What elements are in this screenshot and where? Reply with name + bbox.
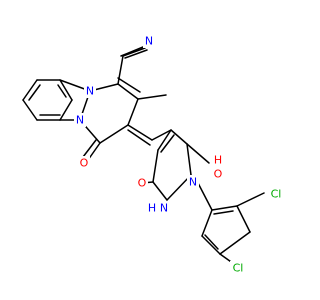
bond-line bbox=[160, 134, 175, 153]
bond-line bbox=[22, 99, 38, 121]
hydroxy-group: O H bbox=[212, 153, 224, 181]
ring-nitrogen-bridge: N bbox=[74, 113, 86, 127]
bond-line bbox=[99, 124, 129, 144]
bond-line bbox=[213, 210, 234, 215]
bond-line bbox=[127, 129, 151, 146]
pyrazole-nh: H N bbox=[146, 201, 170, 215]
nitrile-n-label: N bbox=[145, 35, 153, 48]
bond-lines bbox=[22, 46, 265, 265]
bond-line bbox=[22, 79, 38, 101]
chlorine-bottom-label: Cl bbox=[233, 262, 244, 275]
bond-line bbox=[82, 139, 97, 158]
bond-line bbox=[57, 84, 67, 98]
hydroxy-o-label: O bbox=[214, 168, 223, 181]
bond-line bbox=[127, 124, 153, 141]
bond-line bbox=[201, 209, 213, 237]
bond-line bbox=[186, 143, 192, 176]
pyrazolone-oxygen: O bbox=[136, 176, 148, 190]
carbonyl-o-label: O bbox=[80, 157, 89, 170]
bond-line bbox=[236, 205, 251, 233]
bond-line bbox=[170, 129, 188, 145]
atom-labels: N N N O O H O H N bbox=[74, 34, 284, 275]
ring-n-top-label: N bbox=[86, 85, 94, 98]
bond-line bbox=[117, 77, 141, 93]
bond-line bbox=[151, 129, 172, 141]
bond-line bbox=[152, 181, 168, 201]
chlorine-top: Cl bbox=[268, 187, 284, 201]
bond-line bbox=[204, 234, 219, 250]
bond-line bbox=[236, 192, 265, 207]
hydroxy-h-label: H bbox=[214, 154, 222, 167]
bond-line bbox=[201, 235, 221, 255]
chlorine-top-label: Cl bbox=[271, 188, 282, 201]
bond-line bbox=[157, 129, 172, 151]
bond-line bbox=[186, 143, 210, 164]
bond-line bbox=[59, 79, 73, 101]
bond-line bbox=[211, 205, 238, 211]
molecule-structure: N N N O O H O H N bbox=[22, 34, 284, 275]
bond-line bbox=[152, 149, 159, 183]
bond-line bbox=[137, 94, 167, 100]
bond-line bbox=[127, 98, 139, 126]
ring-n-bridge-label: N bbox=[76, 114, 84, 127]
bond-line bbox=[117, 55, 124, 85]
pyrazolone-o-label: O bbox=[138, 177, 147, 190]
bond-line bbox=[28, 84, 41, 101]
pyrazole-n1: N bbox=[187, 175, 199, 189]
pyrazole-n1-label: N bbox=[189, 176, 197, 189]
pyrazole-nh-n-label: N bbox=[160, 202, 168, 215]
bond-line bbox=[124, 49, 148, 59]
bond-line bbox=[219, 231, 251, 255]
bond-line bbox=[120, 46, 144, 57]
bond-line bbox=[122, 47, 146, 57]
carbonyl-oxygen: O bbox=[78, 156, 90, 170]
pyrazole-nh-h-label: H bbox=[148, 202, 156, 215]
bond-line bbox=[59, 99, 73, 121]
nitrile-nitrogen: N bbox=[143, 34, 155, 48]
chlorine-bottom: Cl bbox=[230, 261, 246, 275]
bond-line bbox=[117, 83, 139, 100]
bond-line bbox=[197, 182, 213, 211]
ring-nitrogen-top: N bbox=[84, 84, 96, 98]
